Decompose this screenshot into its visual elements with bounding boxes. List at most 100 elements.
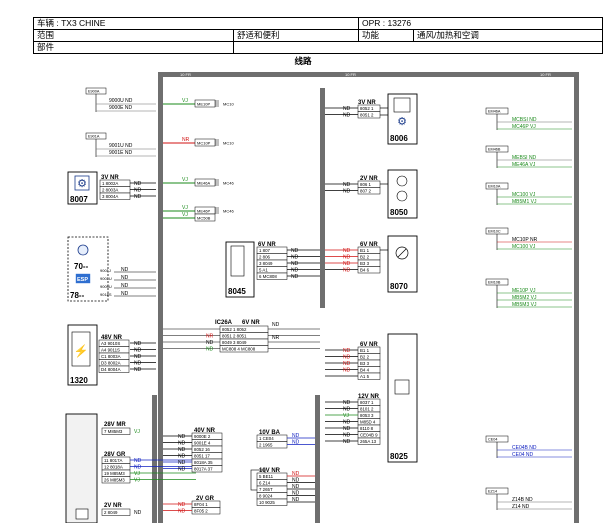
left-tag-line: 9000E ND	[109, 105, 132, 111]
bundle-color: VJ	[182, 98, 188, 104]
bundle-connector-label: ME10P	[197, 102, 210, 107]
component-8025-a-pin: B3 3	[360, 361, 370, 366]
bus-bar-bottom-left	[152, 395, 157, 523]
right-tag-line: MC10P NR	[512, 237, 538, 243]
component-70-box	[67, 236, 109, 302]
bus-bar-bottom-mid	[315, 395, 320, 523]
connector-ic26-pin: 8052 1 8052	[222, 327, 247, 332]
component-8070-wire-label: ND	[343, 268, 351, 274]
connector-40v-nr-pin: 8051 17	[194, 454, 210, 459]
connector-28v-mr-wire-label: VJ	[134, 429, 140, 435]
component-8025-a-pin: B2 2	[360, 355, 370, 360]
connector-2v-nr-row	[101, 508, 131, 516]
connector-10v-nr-pin: 6 Z14	[259, 481, 271, 486]
component-8045-pin: 3 8049	[259, 261, 273, 266]
connector-40v-nr-pin: 8017A 37	[194, 467, 213, 472]
component-70-wire-label: ND	[121, 291, 129, 297]
bundle-connector-label: ME46P	[197, 209, 210, 214]
connector-2v-gr-wire-label: ND	[178, 509, 186, 515]
component-1320-row	[98, 365, 130, 373]
sensor-module-icon	[230, 245, 245, 277]
connector-10v-ba-wire-label: ND	[292, 440, 300, 446]
connector-10v-ba-pin: 2 1965	[259, 443, 273, 448]
left-tag-line: 9001U ND	[109, 143, 133, 149]
bundle-color: VJ	[182, 212, 188, 218]
connector-ic26-wire-label: NR	[206, 334, 214, 340]
component-8045-pin: 2 806	[259, 255, 271, 260]
component-8070-pin: B2 2	[360, 255, 370, 260]
component-1320-pin: D3 8002A	[101, 361, 121, 366]
component-8025-b-pin: M85D 4	[360, 420, 376, 425]
connector-40v-nr-pin: 8018A 35	[194, 460, 213, 465]
bundle-connector-label: MC10P	[197, 141, 211, 146]
component-8025-box	[387, 333, 418, 463]
connector-10v-nr-wire-label: ND	[292, 471, 300, 477]
component-8025-b-pin: 8037 1	[360, 400, 374, 405]
component-1320-wire-label: ND	[134, 341, 142, 347]
component-8070-wire-label: ND	[343, 248, 351, 254]
right-tag-line: ME10P VJ	[512, 288, 536, 294]
connector-28v-gr-wire-label: VJ	[134, 471, 140, 477]
connector-10v-nr-pin: 8 9024	[259, 494, 273, 499]
component-8006-pin: 8051 2	[360, 113, 374, 118]
component-8070-box	[387, 235, 418, 293]
component-8070-wire-label: ND	[343, 255, 351, 261]
left-tag-line: 9001E ND	[109, 150, 132, 156]
component-8070-label: 8070	[390, 282, 408, 291]
right-tag-code: EM46A	[488, 110, 501, 114]
bus-bar-left	[158, 72, 163, 523]
connector-40v-nr-wire-label: ND	[178, 460, 186, 466]
component-1320-wire-label: ND	[134, 354, 142, 360]
component-70-pin: 9001U	[100, 276, 112, 281]
frame-label-c: 10 FR	[540, 72, 551, 77]
connector-28v-gr-wire-label: VJ	[134, 478, 140, 484]
component-8025-wire-label: ND	[343, 433, 351, 439]
connector-40v-nr-wire-label: ND	[178, 454, 186, 460]
component-8070-wire-label: ND	[343, 261, 351, 267]
connector-28v-gr-pin: 11 8017A	[104, 458, 123, 463]
component-8025-wire-label: ND	[343, 439, 351, 445]
component-8025-label: 8025	[390, 452, 408, 461]
connector-28v-gr-wire-label: ND	[134, 465, 142, 471]
component-8050-wire-label: ND	[343, 189, 351, 195]
component-8025-wire-label: ND	[343, 355, 351, 361]
component-8025-connector-b: 12V NR	[358, 394, 380, 400]
component-1320-connector: 48V NR	[101, 335, 123, 341]
connector-28v-gr-pin: 26 M85M3	[104, 478, 125, 483]
right-tag-line: ME46A VJ	[512, 162, 536, 168]
bundle-dest: MC10	[223, 141, 234, 146]
component-8007-pin: 1 8002A	[102, 181, 118, 186]
bundle-connector	[194, 99, 216, 108]
esp-icon-label: ESP	[77, 277, 88, 283]
connector-2v-gr-pin: 8F05 2	[194, 509, 208, 514]
part-value	[233, 41, 603, 54]
right-tag-line: MC100 VJ	[512, 192, 536, 198]
connector-2v-nr-wire-label: ND	[134, 510, 142, 516]
frame-label-a: 10 FR	[180, 72, 191, 77]
right-tag-line: MCBSI ND	[512, 117, 537, 123]
component-8045-wire-label: ND	[291, 261, 299, 267]
connector-28v-gr-pin: 19 M85M3	[104, 471, 125, 476]
component-8025-wire-label: ND	[343, 400, 351, 406]
component-8025-a-pin: B4 4	[360, 368, 370, 373]
component-8007-wire-label: ND	[134, 181, 142, 187]
component-70-pin: 9001J	[100, 268, 111, 273]
component-8070-pin: B3 3	[360, 261, 370, 266]
component-8025-b-pin: CE04B 9	[360, 433, 378, 438]
left-tag-code: E901A	[88, 135, 100, 139]
component-8007-wire-label: ND	[134, 194, 142, 200]
bundle-connector	[194, 138, 216, 147]
component-8025-b-pin: 8101 2	[360, 407, 374, 412]
component-8050-label: 8050	[390, 208, 408, 217]
bus-bar-mid	[320, 88, 325, 308]
connector-28v-mr: 28V MR	[104, 422, 126, 428]
component-8006-connector: 3V NR	[358, 100, 376, 106]
right-tag-line: Z14B ND	[512, 497, 533, 503]
component-8007-pin: 2 8003A	[102, 188, 118, 193]
bundle-connector	[194, 213, 216, 222]
connector-10v-nr-wire-label: ND	[292, 491, 300, 497]
connector-10v-nr-pin: 10 9025	[259, 500, 275, 505]
component-8025-connector-a: 6V NR	[360, 342, 378, 348]
component-8006-label: 8006	[390, 134, 408, 143]
